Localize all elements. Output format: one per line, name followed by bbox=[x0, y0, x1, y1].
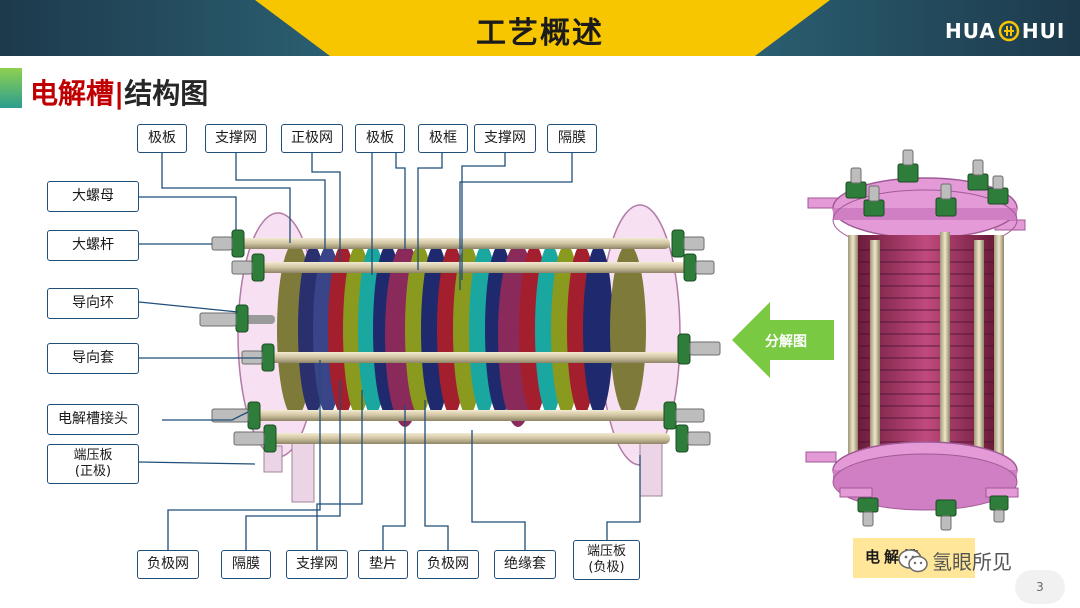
watermark-text: 氢眼所见 bbox=[932, 550, 1012, 574]
callout-bottom-insulation-sleeve: 绝缘套 bbox=[494, 550, 556, 579]
callout-bottom-negative-mesh-1: 负极网 bbox=[137, 550, 199, 579]
leader-lines bbox=[138, 153, 641, 550]
callout-end-plate-positive: 端压板 (正极) bbox=[47, 444, 139, 484]
section-title: 电解槽|结构图 bbox=[30, 72, 208, 112]
callout-cell-connector: 电解槽接头 bbox=[47, 404, 139, 435]
accent-bar bbox=[0, 68, 22, 108]
callout-top-positive-mesh: 正极网 bbox=[281, 124, 343, 153]
exploded-view-label: 分解图 bbox=[765, 334, 807, 350]
section-title-sub: 结构图 bbox=[124, 77, 209, 110]
electrode-stack bbox=[277, 242, 646, 427]
company-logo: HUA HUI bbox=[945, 16, 1065, 46]
assembled-electrolyzer bbox=[805, 149, 1026, 531]
callout-top-support-mesh-2: 支撑网 bbox=[474, 124, 536, 153]
logo-mark-icon bbox=[998, 20, 1020, 42]
nuts bbox=[231, 229, 697, 453]
callout-big-nut: 大螺母 bbox=[47, 181, 139, 212]
section-title-main: 电解槽 bbox=[30, 77, 115, 110]
page-number: 3 bbox=[1015, 570, 1065, 604]
callout-top-diaphragm: 隔膜 bbox=[547, 124, 597, 153]
slide-title: 工艺概述 bbox=[476, 16, 604, 51]
title-tab bbox=[255, 0, 830, 56]
callout-top-plate-1: 极板 bbox=[137, 124, 187, 153]
callout-bottom-support-mesh: 支撑网 bbox=[286, 550, 348, 579]
callout-guide-ring: 导向环 bbox=[47, 288, 139, 319]
callout-top-plate-2: 极板 bbox=[355, 124, 405, 153]
callout-bottom-negative-mesh-2: 负极网 bbox=[417, 550, 479, 579]
callout-guide-sleeve: 导向套 bbox=[47, 343, 139, 374]
bolt-ends bbox=[199, 236, 721, 446]
chat-icon bbox=[898, 548, 928, 572]
watermark: 氢眼所见 bbox=[898, 546, 1012, 575]
callout-bottom-gasket: 垫片 bbox=[358, 550, 408, 579]
section-title-separator: | bbox=[114, 77, 125, 110]
callout-top-support-mesh-1: 支撑网 bbox=[205, 124, 267, 153]
logo-text-left: HUA bbox=[945, 19, 996, 43]
logo-text-right: HUI bbox=[1021, 19, 1066, 43]
callout-bottom-diaphragm: 隔膜 bbox=[221, 550, 271, 579]
callout-end-plate-negative: 端压板 (负极) bbox=[573, 540, 640, 580]
callout-top-frame: 极框 bbox=[418, 124, 468, 153]
callout-big-bolt: 大螺杆 bbox=[47, 230, 139, 261]
exploded-view-arrow bbox=[732, 302, 834, 378]
